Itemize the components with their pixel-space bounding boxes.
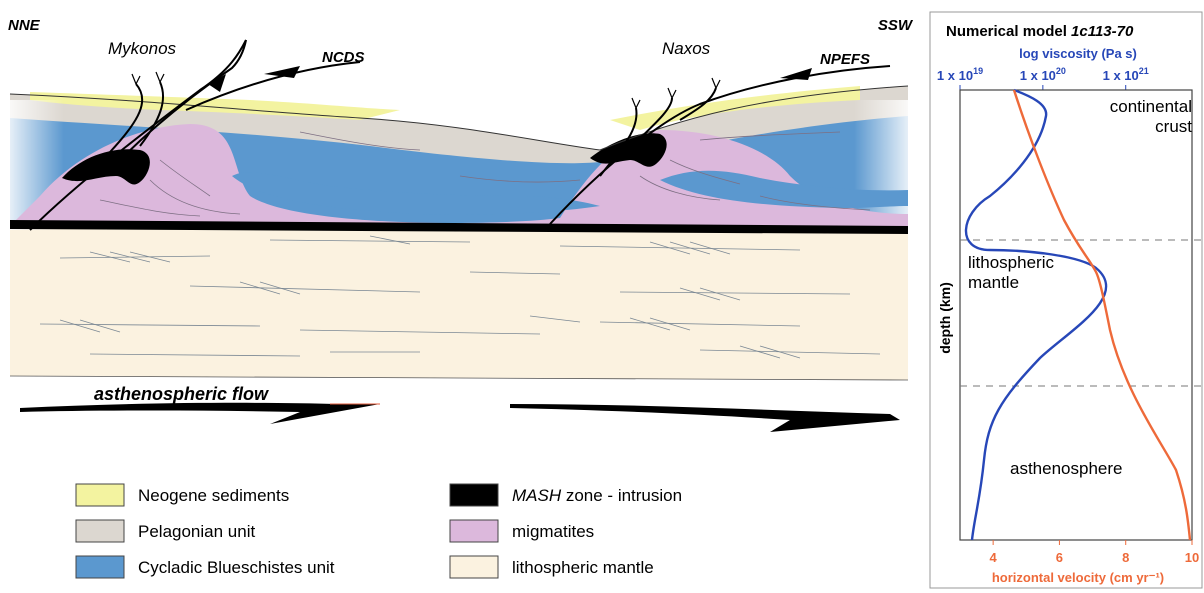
flow-arrow-right	[510, 404, 900, 432]
bottom-tick-label: 10	[1185, 550, 1199, 565]
zone-mantle-line2: mantle	[968, 273, 1019, 292]
lithospheric-mantle-layer	[10, 226, 908, 380]
legend-label-migmatites: migmatites	[512, 522, 594, 541]
label-asthenospheric-flow: asthenospheric flow	[94, 384, 269, 404]
direction-right: SSW	[878, 17, 914, 34]
bottom-tick-label: 6	[1056, 550, 1063, 565]
legend-swatch-pelagonian	[76, 520, 124, 542]
legend: Neogene sediments Pelagonian unit Cyclad…	[76, 484, 682, 578]
bottom-tick-label: 4	[990, 550, 998, 565]
legend-label-lithospheric-mantle: lithospheric mantle	[512, 558, 654, 577]
cross-section: NNE SSW Mykonos Naxos NCDS NPEFS astheno…	[8, 17, 914, 432]
legend-swatch-mash	[450, 484, 498, 506]
numerical-model-panel: Numerical model 1c113-70 log viscosity (…	[930, 12, 1204, 588]
label-naxos: Naxos	[662, 39, 711, 58]
zone-crust-line2: crust	[1155, 117, 1192, 136]
y-axis-label: depth (km)	[937, 282, 953, 354]
model-title-prefix: Numerical model	[946, 23, 1071, 40]
legend-label-neogene: Neogene sediments	[138, 486, 289, 505]
flow-arrow-left	[20, 403, 380, 424]
legend-swatch-lithospheric-mantle	[450, 556, 498, 578]
zone-asthenosphere: asthenosphere	[1010, 459, 1122, 478]
legend-label-blueschists: Cycladic Blueschistes unit	[138, 558, 335, 577]
npefs-arrowhead	[780, 68, 812, 80]
model-title-id: 1c113-70	[1071, 23, 1134, 40]
legend-label-mash: MASH zone - intrusion	[512, 486, 682, 505]
bottom-axis-label: horizontal velocity (cm yr⁻¹)	[992, 570, 1164, 585]
legend-swatch-neogene	[76, 484, 124, 506]
zone-crust-line1: continental	[1110, 97, 1192, 116]
model-title: Numerical model 1c113-70	[946, 23, 1134, 40]
top-axis-label: log viscosity (Pa s)	[1019, 46, 1137, 61]
label-ncds: NCDS	[322, 49, 365, 66]
legend-swatch-blueschists	[76, 556, 124, 578]
label-npefs: NPEFS	[820, 51, 870, 68]
legend-swatch-migmatites	[450, 520, 498, 542]
ncds-arrowhead	[264, 66, 300, 78]
legend-label-mash-em: MASH	[512, 486, 562, 505]
legend-label-mash-rest: zone - intrusion	[561, 486, 682, 505]
direction-left: NNE	[8, 17, 41, 34]
legend-label-pelagonian: Pelagonian unit	[138, 522, 255, 541]
label-mykonos: Mykonos	[108, 39, 177, 58]
zone-mantle-line1: lithospheric	[968, 253, 1054, 272]
bottom-tick-label: 8	[1122, 550, 1129, 565]
